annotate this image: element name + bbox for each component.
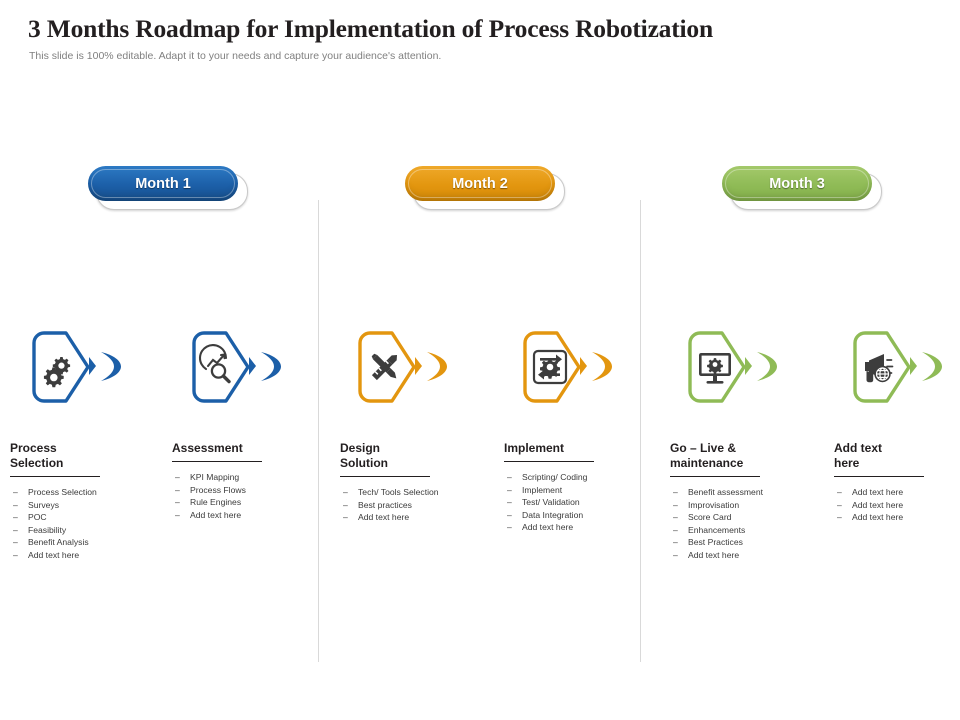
icon-block-go-live (682, 329, 794, 415)
icon-block-implement (517, 329, 629, 415)
list-item: Add text here (834, 511, 960, 524)
group-design-solution: Design Solution Tech/ Tools Selection Be… (340, 441, 490, 540)
group-heading: Add text here (834, 441, 882, 470)
list-item: Add text here (670, 549, 820, 562)
group-process-selection: Process Selection Process Selection Surv… (10, 441, 160, 578)
group-heading: Implement (504, 441, 565, 455)
heading-rule (504, 461, 594, 462)
bullet-list: KPI Mapping Process Flows Rule Engines A… (172, 471, 322, 521)
group-heading: Design Solution (340, 441, 388, 470)
group-heading: Process Selection (10, 441, 64, 470)
month-badge-1-label: Month 1 (135, 175, 191, 192)
list-item: Process Selection (10, 486, 160, 499)
column-divider-1 (318, 200, 319, 662)
column-divider-2 (640, 200, 641, 662)
icon-block-assessment (186, 329, 298, 415)
list-item: Improvisation (670, 499, 820, 512)
list-item: Tech/ Tools Selection (340, 486, 490, 499)
list-item: Rule Engines (172, 496, 322, 509)
megaphone-globe-icon (847, 329, 913, 405)
list-item: Add text here (340, 511, 490, 524)
chevron-right-icon (744, 349, 784, 385)
icon-block-add-text (847, 329, 959, 415)
list-item: Best practices (340, 499, 490, 512)
month-badge-3-pill[interactable]: Month 3 (722, 166, 872, 201)
icon-block-process-selection (26, 329, 138, 415)
list-item: Add text here (504, 521, 654, 534)
list-item: Process Flows (172, 484, 322, 497)
heading-rule (834, 476, 924, 477)
list-item: Test/ Validation (504, 496, 654, 509)
page-subtitle: This slide is 100% editable. Adapt it to… (29, 50, 442, 62)
magnifier-chart-icon (186, 329, 252, 405)
list-item: Implement (504, 484, 654, 497)
group-assessment: Assessment KPI Mapping Process Flows Rul… (172, 441, 322, 537)
monitor-gear-icon (682, 329, 748, 405)
chevron-right-icon (579, 349, 619, 385)
heading-rule (172, 461, 262, 462)
bullet-list: Benefit assessment Improvisation Score C… (670, 486, 820, 562)
list-item: Add text here (834, 499, 960, 512)
icon-block-design-solution (352, 329, 464, 415)
month-badge-2[interactable]: Month 2 (405, 166, 570, 214)
list-item: Benefit assessment (670, 486, 820, 499)
list-item: Best Practices (670, 536, 820, 549)
heading-rule (340, 476, 430, 477)
page-title: 3 Months Roadmap for Implementation of P… (28, 14, 713, 43)
list-item: Score Card (670, 511, 820, 524)
list-item: Add text here (10, 549, 160, 562)
month-badge-2-label: Month 2 (452, 175, 508, 192)
chevron-right-icon (414, 349, 454, 385)
group-heading: Assessment (172, 441, 243, 455)
list-item: Surveys (10, 499, 160, 512)
heading-rule (10, 476, 100, 477)
bullet-list: Tech/ Tools Selection Best practices Add… (340, 486, 490, 524)
bullet-list: Process Selection Surveys POC Feasibilit… (10, 486, 160, 562)
list-item: Benefit Analysis (10, 536, 160, 549)
chevron-right-icon (909, 349, 949, 385)
list-item: POC (10, 511, 160, 524)
bullet-list: Scripting/ Coding Implement Test/ Valida… (504, 471, 654, 534)
gear-refresh-icon (517, 329, 583, 405)
list-item: Enhancements (670, 524, 820, 537)
month-badge-3[interactable]: Month 3 (722, 166, 887, 214)
gears-icon (26, 329, 92, 405)
group-add-text: Add text here Add text here Add text her… (834, 441, 960, 540)
list-item: Data Integration (504, 509, 654, 522)
list-item: Scripting/ Coding (504, 471, 654, 484)
pencil-ruler-icon (352, 329, 418, 405)
group-go-live: Go – Live & maintenance Benefit assessme… (670, 441, 820, 578)
month-badge-1[interactable]: Month 1 (88, 166, 253, 214)
chevron-right-icon (88, 349, 128, 385)
chevron-right-icon (248, 349, 288, 385)
list-item: Feasibility (10, 524, 160, 537)
group-heading: Go – Live & maintenance (670, 441, 744, 470)
heading-rule (670, 476, 760, 477)
bullet-list: Add text here Add text here Add text her… (834, 486, 960, 524)
list-item: Add text here (172, 509, 322, 522)
group-implement: Implement Scripting/ Coding Implement Te… (504, 441, 654, 550)
list-item: KPI Mapping (172, 471, 322, 484)
month-badge-2-pill[interactable]: Month 2 (405, 166, 555, 201)
month-badge-3-label: Month 3 (769, 175, 825, 192)
month-badge-1-pill[interactable]: Month 1 (88, 166, 238, 201)
list-item: Add text here (834, 486, 960, 499)
